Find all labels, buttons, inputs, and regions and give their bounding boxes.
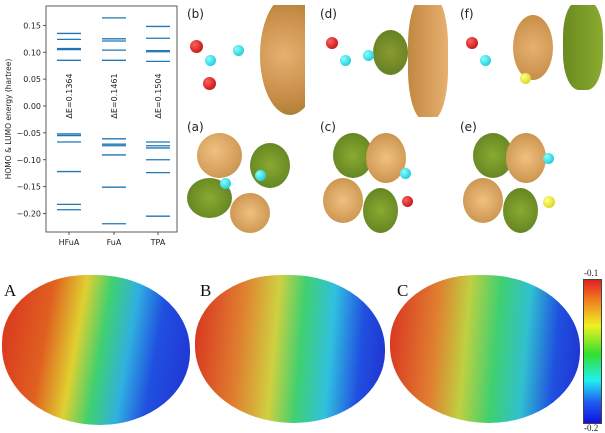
orbital-panel-a: (a) <box>185 118 305 240</box>
y-tick-label: −0.10 <box>16 156 41 165</box>
oxygen-atom <box>190 40 203 53</box>
panel-label: (c) <box>320 120 336 134</box>
gap-label-HFuA: ΔE=0.1364 <box>65 73 74 118</box>
orbital-lobe <box>323 178 363 223</box>
carbon-atom <box>480 55 491 66</box>
orbital-lobe <box>513 15 553 80</box>
x-tick-label: FuA <box>107 238 122 247</box>
carbon-atom <box>340 55 351 66</box>
orbital-lobe <box>250 143 290 188</box>
oxygen-atom <box>203 77 216 90</box>
y-axis-label: HOMO & LUMO energy (hartree) <box>4 59 13 180</box>
sulfur-atom <box>520 73 531 84</box>
carbon-atom <box>220 178 231 189</box>
panel-label: (f) <box>460 7 474 21</box>
y-tick-label: −0.05 <box>16 129 41 138</box>
esp-map-A <box>2 275 190 425</box>
x-tick-label: HFuA <box>59 238 80 247</box>
gap-label-FuA: ΔE=0.1461 <box>110 73 119 118</box>
carbon-atom <box>205 55 216 66</box>
y-tick-label: 0.15 <box>23 21 41 30</box>
oxygen-atom <box>326 37 338 49</box>
orbital-panel-b: (b) <box>185 5 305 117</box>
y-tick-label: 0.05 <box>23 75 41 84</box>
esp-label-B: B <box>200 281 212 300</box>
panel-label: (e) <box>460 120 477 134</box>
gap-label-TPA: ΔE=0.1504 <box>154 73 163 118</box>
esp-label-A: A <box>4 281 17 300</box>
orbital-lobe <box>563 5 603 90</box>
carbon-atom <box>543 153 554 164</box>
orbital-lobe <box>260 5 305 115</box>
orbital-panel-f: (f) <box>458 5 603 117</box>
sulfur-atom <box>543 196 555 208</box>
carbon-atom <box>255 170 266 181</box>
orbital-lobe <box>230 193 270 233</box>
y-tick-label: −0.15 <box>16 183 41 192</box>
y-tick-label: 0.00 <box>23 102 41 111</box>
orbital-panel-c: (c) <box>318 118 448 240</box>
plot-frame <box>45 5 178 233</box>
colorbar-min-label: -0.2 <box>584 423 599 433</box>
colorbar-max-label: -0.1 <box>584 268 599 278</box>
panel-label: (b) <box>187 7 204 21</box>
orbital-lobe <box>503 188 538 233</box>
panel-label: (d) <box>320 7 337 21</box>
orbital-lobe <box>373 30 408 75</box>
orbital-lobe <box>463 178 503 223</box>
energy-level-chart: 0.15 0.10 0.05 0.00 −0.05 −0.10 −0.15 −0.20 HOMO… <box>4 5 178 247</box>
x-tick-label: TPA <box>150 238 166 247</box>
carbon-atom <box>400 168 411 179</box>
orbital-lobe <box>366 133 406 183</box>
carbon-atom <box>233 45 244 56</box>
panel-label: (a) <box>187 120 204 134</box>
carbon-atom <box>363 50 374 61</box>
esp-label-C: C <box>397 281 409 300</box>
orbital-lobe <box>363 188 398 233</box>
esp-map-C <box>390 275 580 423</box>
orbital-lobe <box>197 133 242 178</box>
esp-map-B <box>195 275 385 423</box>
oxygen-atom <box>402 196 413 207</box>
orbital-lobe <box>506 133 546 183</box>
colorbar <box>583 279 602 424</box>
y-tick-label: 0.10 <box>23 48 41 57</box>
orbital-panel-d: (d) <box>318 5 448 117</box>
orbital-panel-e: (e) <box>458 118 603 240</box>
orbital-lobe <box>408 5 448 117</box>
oxygen-atom <box>466 37 478 49</box>
y-tick-label: −0.20 <box>16 210 41 219</box>
